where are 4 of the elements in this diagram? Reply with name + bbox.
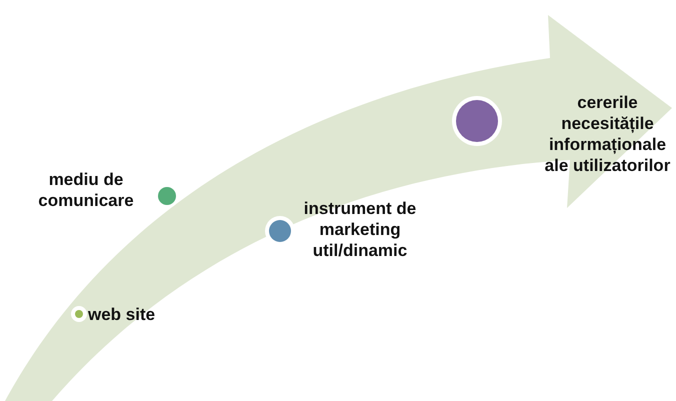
- node-label: instrument de marketing util/dinamic: [302, 198, 418, 261]
- node-label: mediu de comunicare: [37, 169, 135, 211]
- node-label: web site: [88, 304, 156, 325]
- node-label: cererile necesitățile informaționale ale utilizatorilor: [544, 92, 672, 176]
